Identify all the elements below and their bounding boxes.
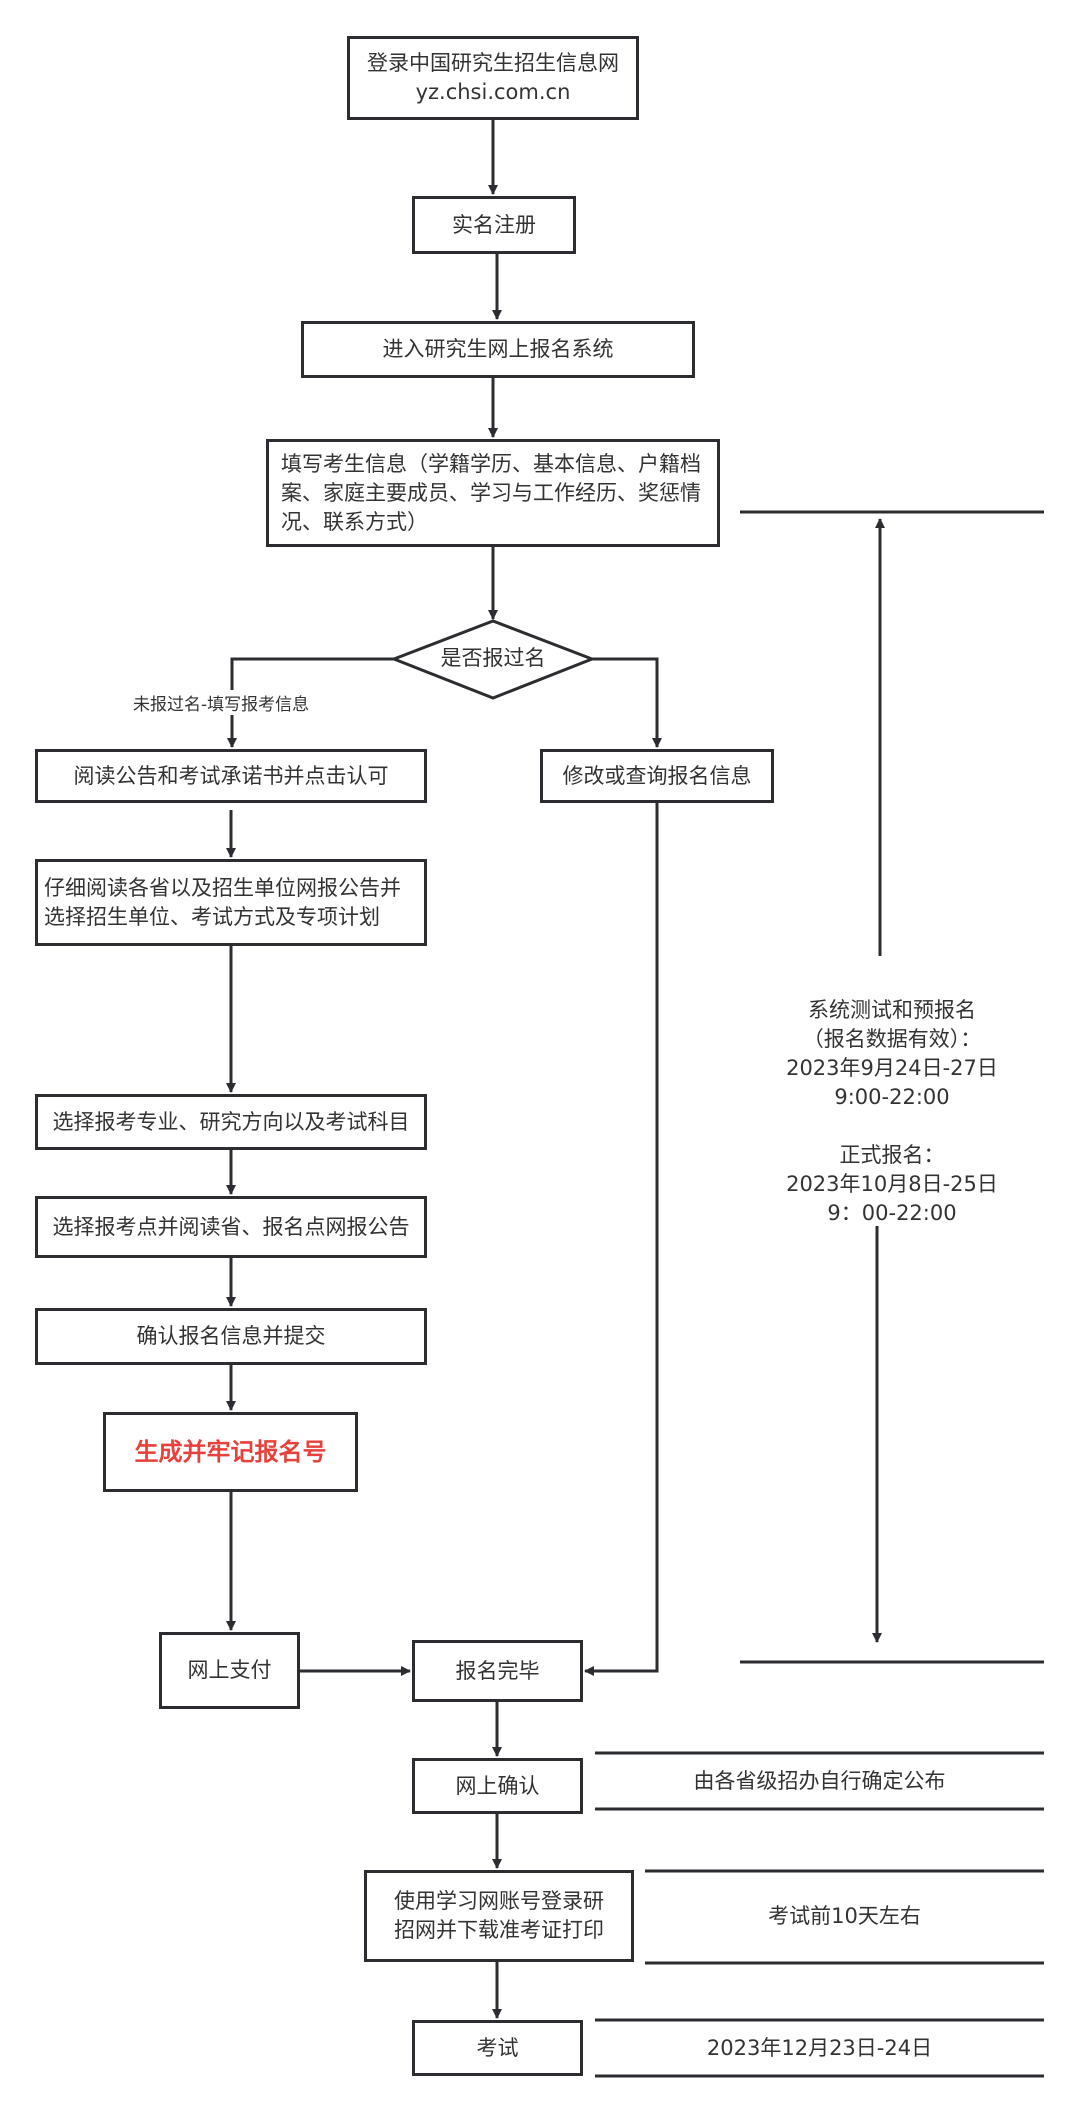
period-line: 正式报名： — [839, 1143, 945, 1167]
registration-period-note: 系统测试和预报名 （报名数据有效）： 2023年9月24日-27日 9:00-2… — [750, 996, 1034, 1228]
node-enter-system: 进入研究生网上报名系统 — [301, 321, 695, 378]
arrow-decision-no — [227, 657, 394, 748]
node-login: 登录中国研究生招生信息网 yz.chsi.com.cn — [347, 36, 639, 120]
period-line: 系统测试和预报名 — [808, 998, 976, 1022]
node-fill-info: 填写考生信息（学籍学历、基本信息、户籍档案、家庭主要成员、学习与工作经历、奖惩情… — [266, 439, 720, 547]
node-pay-online: 网上支付 — [159, 1632, 300, 1709]
confirm-note: 由各省级招办自行确定公布 — [693, 1769, 946, 1793]
node-online-confirm: 网上确认 — [412, 1758, 583, 1814]
node-select-major: 选择报考专业、研究方向以及考试科目 — [35, 1094, 427, 1150]
ticket-note: 考试前10天左右 — [768, 1904, 921, 1928]
node-select-site: 选择报考点并阅读省、报名点网报公告 — [35, 1196, 427, 1258]
decision-diamond — [389, 619, 597, 700]
arrow-decision-yes — [592, 657, 662, 748]
node-read-units: 仔细阅读各省以及招生单位网报公告并选择招生单位、考试方式及专项计划 — [35, 859, 427, 946]
node-registration-done: 报名完毕 — [412, 1640, 583, 1702]
node-modify-query: 修改或查询报名信息 — [540, 749, 774, 803]
period-line: （报名数据有效）： — [802, 1027, 982, 1051]
node-download-ticket: 使用学习网账号登录研招网并下载准考证打印 — [364, 1870, 634, 1962]
decision-no-label: 未报过名-填写报考信息 — [131, 690, 312, 715]
node-confirm-submit: 确认报名信息并提交 — [35, 1308, 427, 1365]
period-line — [750, 1112, 1034, 1141]
period-line: 9:00-22:00 — [834, 1085, 950, 1109]
node-read-notice: 阅读公告和考试承诺书并点击认可 — [35, 749, 427, 803]
period-line: 9：00-22:00 — [827, 1201, 957, 1225]
arrow-modify-done — [584, 803, 659, 1676]
node-register: 实名注册 — [412, 196, 576, 254]
node-login-title: 登录中国研究生招生信息网 — [367, 51, 619, 75]
node-generate-number: 生成并牢记报名号 — [103, 1412, 358, 1492]
period-line: 2023年10月8日-25日 — [786, 1172, 998, 1196]
exam-note: 2023年12月23日-24日 — [706, 2036, 933, 2060]
node-login-url: yz.chsi.com.cn — [415, 80, 571, 104]
node-decision: 是否报过名 — [440, 646, 546, 670]
period-line: 2023年9月24日-27日 — [786, 1056, 998, 1080]
node-exam: 考试 — [412, 2020, 583, 2076]
